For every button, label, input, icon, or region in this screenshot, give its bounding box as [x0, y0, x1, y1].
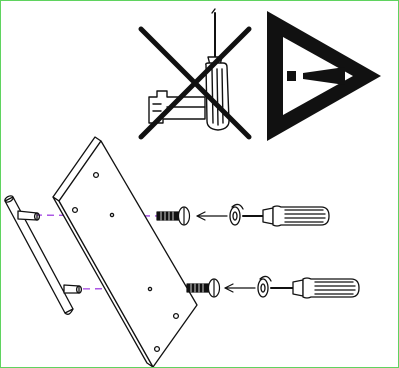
- panel-part: [52, 136, 198, 367]
- washer-icon: [229, 203, 244, 226]
- no-power-tool-warning: [138, 8, 252, 140]
- exclamation-mark-icon: [287, 67, 345, 85]
- handle-part: [4, 195, 83, 315]
- assembly-drawing: [4, 136, 360, 367]
- prohibited-cross-icon: [138, 26, 252, 140]
- screw-icon: [186, 278, 221, 298]
- arrow-icon: [224, 283, 256, 293]
- washer-icon: [257, 275, 272, 298]
- arrow-icon: [196, 211, 228, 221]
- power-screwdriver-icon: [148, 8, 230, 131]
- warning-triangle-icon: [267, 11, 381, 141]
- screw-icon: [156, 206, 191, 226]
- screwdriver-icon: [242, 205, 330, 227]
- screwdriver-icon: [270, 277, 360, 299]
